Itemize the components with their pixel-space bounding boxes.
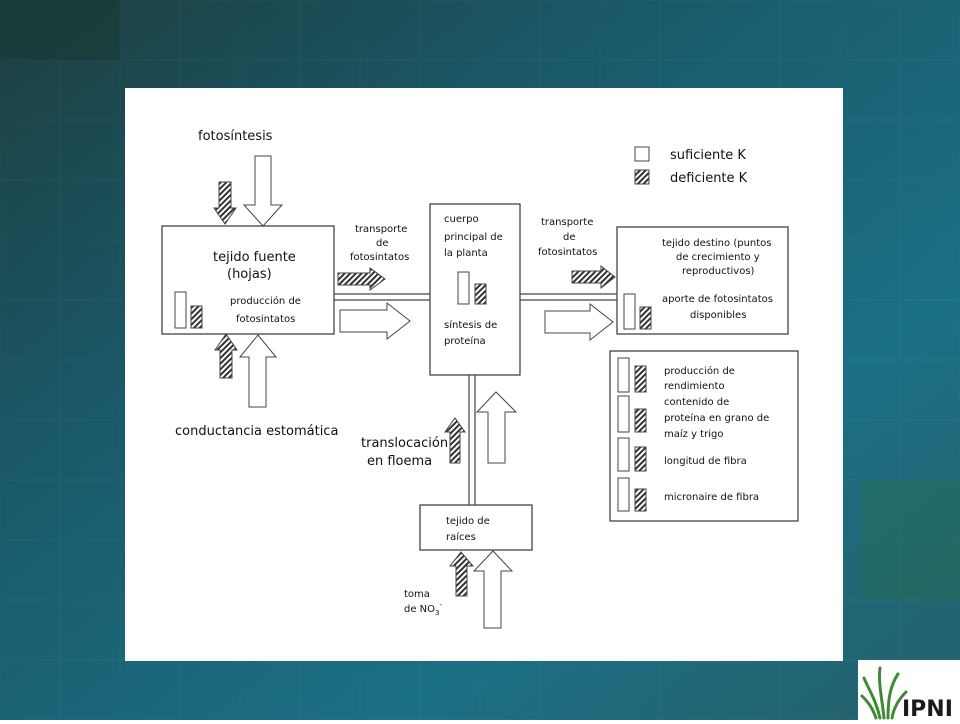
source-tissue-title: tejido fuente [213,250,296,265]
connector-lines [334,293,617,505]
sink-tissue-label-1: tejido destino (puntos [662,238,772,249]
leaf-icon [860,666,908,720]
uptake-label-2: de NO3- [404,601,443,617]
supply-label-2: disponibles [690,310,746,321]
plant-body-deficient-bar [474,283,487,305]
transport-left-label-3: fotosintatos [350,252,409,263]
photosynthate-production-label: producción de [230,295,301,307]
stomatal-deficient-arrow [214,333,238,379]
plant-body-sufficient-bar [457,271,470,305]
photosynthate-production-label-2: fotosintatos [236,314,295,325]
stomatal-conductance-label: conductancia estomática [175,424,338,439]
transport-left-sufficient-arrow [339,301,411,341]
transport-right-sufficient-arrow [544,302,614,342]
protein-grain-sufficient-bar [617,395,630,433]
sink-tissue-label-3: reproductivos) [682,266,755,277]
phloem-label-2: en floema [367,454,432,469]
root-tissue-box [419,504,533,551]
plant-body-label-3: la planta [444,248,488,259]
legend-sufficient-label: suficiente K [670,148,746,163]
sink-deficient-bar [639,306,652,330]
photosynthesis-sufficient-arrow [242,155,284,227]
uptake-label-1: toma [404,589,430,600]
legend-deficient-swatch [634,169,650,185]
yield-deficient-bar [634,365,647,393]
fiber-length-label: longitud de fibra [664,456,747,467]
diagram-panel: suficiente K deficiente K fotosíntesis t… [125,88,843,661]
transport-left-label-1: transporte [355,224,407,235]
legend-sufficient-swatch [634,146,650,162]
protein-grain-label-1: contenido de [664,397,729,408]
micronaire-deficient-bar [634,488,647,512]
plant-body-label-1: cuerpo [444,214,479,225]
protein-synthesis-label-2: proteína [444,335,486,347]
transport-left-deficient-arrow [337,267,386,291]
protein-grain-deficient-bar [634,408,647,433]
source-deficient-bar [190,305,203,329]
micronaire-label: micronaire de fibra [664,492,759,503]
logo-text: IPNI [902,697,953,720]
uptake-sufficient-arrow [472,550,514,629]
fiber-length-sufficient-bar [617,437,630,472]
plant-body-label-2: principal de [444,232,503,243]
supply-label-1: aporte de fotosintatos [662,294,773,305]
fiber-length-deficient-bar [634,446,647,472]
sink-sufficient-bar [623,293,636,330]
phloem-label-1: translocación [361,436,448,451]
transport-right-label-2: de [563,232,576,243]
ipni-logo: IPNI [858,660,960,722]
stomatal-sufficient-arrow [238,334,278,408]
root-tissue-label-2: raíces [446,531,476,543]
photosynthesis-label: fotosíntesis [198,129,273,144]
transport-right-deficient-arrow [571,264,616,290]
source-sufficient-bar [174,291,187,329]
photosynthesis-deficient-arrow [213,181,237,225]
phloem-deficient-arrow [444,417,466,464]
protein-grain-label-3: maíz y trigo [664,428,723,440]
source-tissue-subtitle: (hojas) [227,267,272,282]
potassium-flow-diagram: suficiente K deficiente K fotosíntesis t… [161,129,799,629]
uptake-deficient-arrow [448,551,475,597]
yield-label-1: producción de [664,365,735,377]
sink-tissue-label-2: de crecimiento y [676,252,760,263]
transport-right-label-1: transporte [541,217,593,228]
protein-grain-label-2: proteína en grano de [664,412,769,424]
protein-synthesis-label-1: síntesis de [444,319,497,331]
transport-left-label-2: de [376,238,389,249]
phloem-sufficient-arrow [475,391,518,464]
root-tissue-label-1: tejido de [446,516,490,527]
legend-deficient-label: deficiente K [670,171,748,186]
yield-label-2: rendimiento [664,381,725,392]
yield-sufficient-bar [617,357,630,393]
transport-right-label-3: fotosintatos [538,247,597,258]
micronaire-sufficient-bar [617,477,630,512]
